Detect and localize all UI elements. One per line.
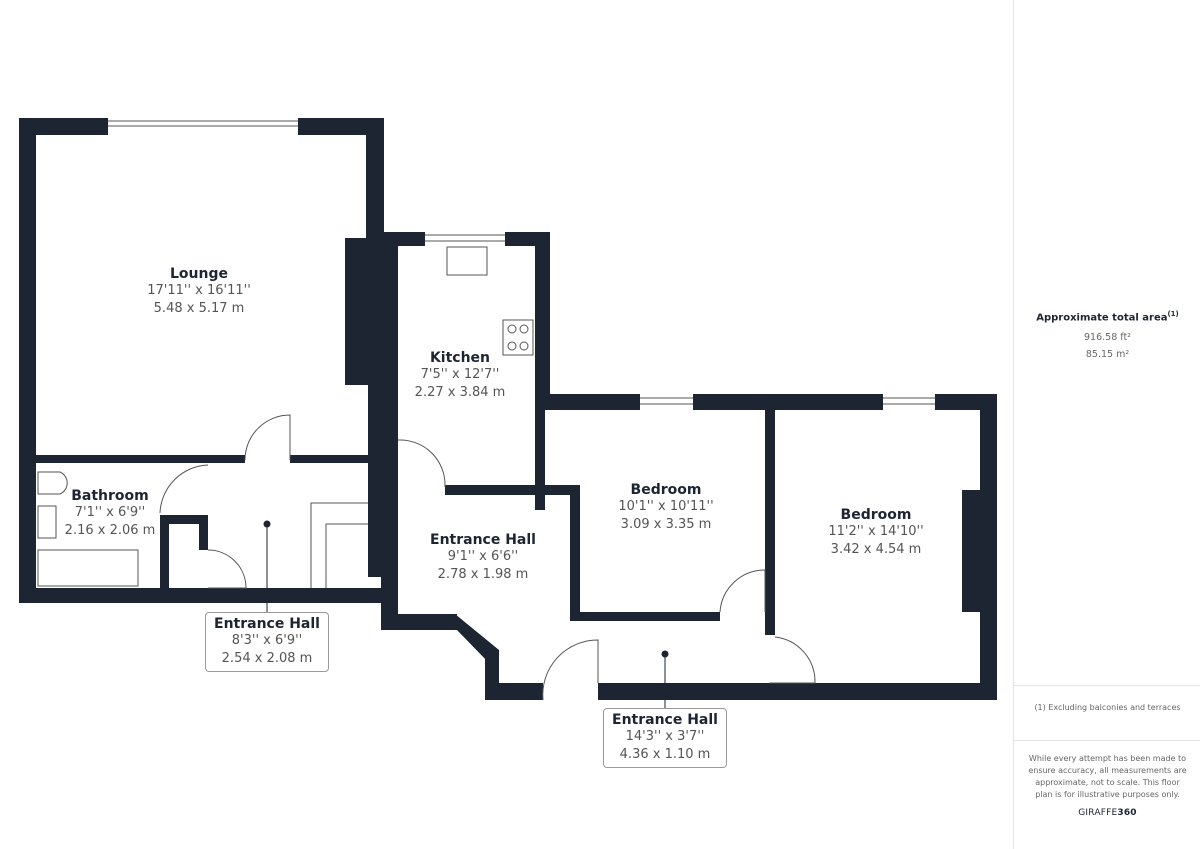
- room-name: Entrance Hall: [214, 616, 320, 632]
- area-title-text: Approximate total area: [1036, 312, 1168, 324]
- room-bathroom: Bathroom 7'1'' x 6'9'' 2.16 x 2.06 m: [65, 488, 156, 540]
- room-metric: 2.16 x 2.06 m: [64, 523, 156, 538]
- room-name: Entrance Hall: [430, 532, 536, 548]
- room-name: Bedroom: [840, 507, 912, 523]
- room-name: Lounge: [169, 266, 228, 282]
- room-imperial: 7'5'' x 12'7'': [420, 367, 500, 382]
- room-metric: 3.42 x 4.54 m: [830, 542, 922, 557]
- room-entrance-hall-east: Entrance Hall 14'3'' x 3'7'' 4.36 x 1.10…: [603, 708, 727, 768]
- area-m: 85.15 m²: [1085, 349, 1130, 360]
- room-imperial: 17'11'' x 16'11'': [147, 283, 251, 298]
- divider: [1014, 685, 1200, 686]
- leader-lines: [263, 520, 669, 708]
- floor-plan: [19, 118, 997, 708]
- fixtures: [37, 120, 935, 701]
- room-bedroom-2: Bedroom 11'2'' x 14'10'' 3.42 x 4.54 m: [828, 507, 923, 559]
- info-sidebar: Approximate total area(1) 916.58 ft² 85.…: [1013, 0, 1200, 849]
- walls: [19, 118, 997, 700]
- room-name: Bedroom: [630, 482, 702, 498]
- room-metric: 2.54 x 2.08 m: [221, 651, 313, 666]
- room-name: Kitchen: [429, 350, 491, 366]
- room-name: Entrance Hall: [612, 712, 718, 728]
- room-imperial: 11'2'' x 14'10'': [828, 524, 924, 539]
- room-metric: 3.09 x 3.35 m: [620, 517, 712, 532]
- room-name: Bathroom: [71, 488, 149, 504]
- area-ft: 916.58 ft²: [1084, 332, 1131, 343]
- room-metric: 2.27 x 3.84 m: [414, 385, 506, 400]
- footnote: (1) Excluding balconies and terraces: [1034, 703, 1181, 712]
- room-imperial: 10'1'' x 10'11'': [618, 499, 714, 514]
- room-lounge: Lounge 17'11'' x 16'11'' 5.48 x 5.17 m: [147, 266, 251, 318]
- room-imperial: 9'1'' x 6'6'': [447, 549, 519, 564]
- room-metric: 2.78 x 1.98 m: [437, 567, 529, 582]
- room-imperial: 7'1'' x 6'9'': [74, 505, 146, 520]
- room-bedroom-1: Bedroom 10'1'' x 10'11'' 3.09 x 3.35 m: [618, 482, 713, 534]
- room-entrance-hall-west: Entrance Hall 8'3'' x 6'9'' 2.54 x 2.08 …: [205, 612, 329, 672]
- room-imperial: 8'3'' x 6'9'': [231, 633, 303, 648]
- giraffe360-logo: GIRAFFE360: [1014, 808, 1200, 818]
- room-entrance-hall-center: Entrance Hall 9'1'' x 6'6'' 2.78 x 1.98 …: [430, 532, 536, 584]
- divider: [1014, 740, 1200, 741]
- logo-number: 360: [1117, 808, 1137, 818]
- area-title: Approximate total area(1): [1014, 310, 1200, 323]
- room-metric: 4.36 x 1.10 m: [619, 747, 711, 762]
- logo-text: GIRAFFE: [1078, 808, 1118, 818]
- room-metric: 5.48 x 5.17 m: [153, 301, 245, 316]
- disclaimer: While every attempt has been made to ens…: [1028, 754, 1187, 799]
- room-imperial: 14'3'' x 3'7'': [625, 729, 705, 744]
- area-footnote-marker: (1): [1167, 310, 1179, 318]
- room-kitchen: Kitchen 7'5'' x 12'7'' 2.27 x 3.84 m: [415, 350, 506, 402]
